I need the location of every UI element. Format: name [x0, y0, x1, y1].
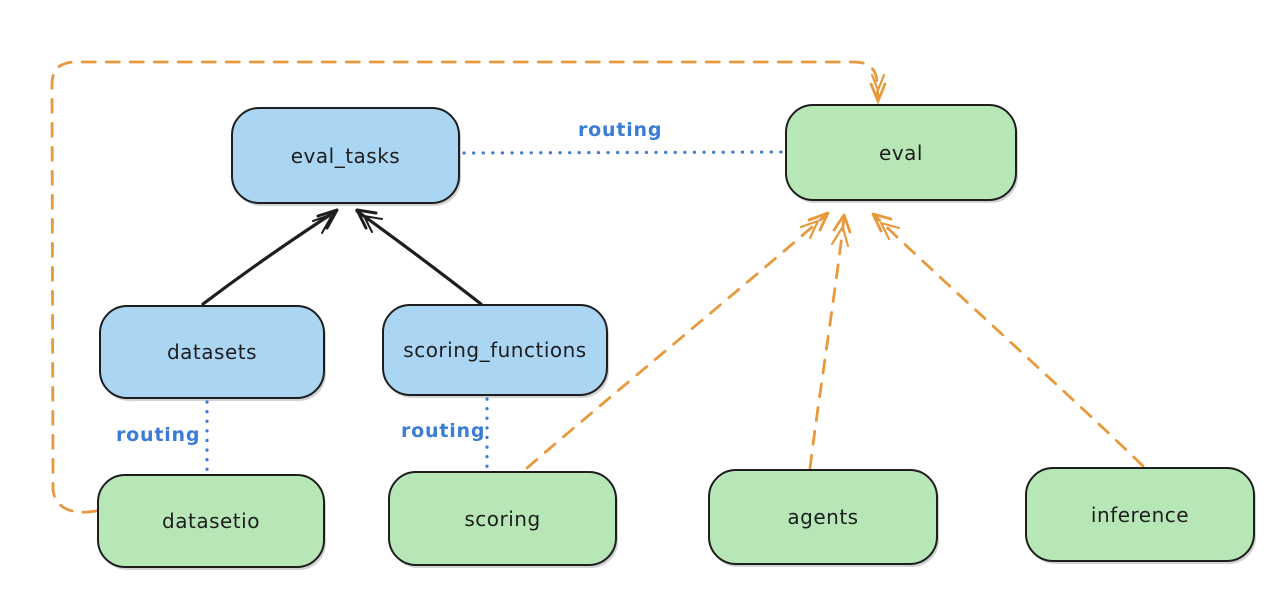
edge-agents-to-eval	[808, 213, 852, 470]
node-agents-label: agents	[787, 505, 859, 529]
node-datasets: datasets	[99, 305, 325, 399]
node-scoring-functions-label: scoring_functions	[403, 338, 587, 362]
node-datasetio-label: datasetio	[162, 509, 260, 533]
node-eval-label: eval	[879, 140, 923, 165]
node-inference-label: inference	[1090, 502, 1190, 527]
node-datasets-label: datasets	[166, 340, 258, 364]
edge-inference-to-eval	[871, 212, 1145, 468]
node-datasetio: datasetio	[97, 474, 325, 568]
node-scoring-label: scoring	[464, 506, 541, 531]
node-inference: inference	[1025, 467, 1255, 562]
node-agents: agents	[708, 469, 938, 565]
routing-label-datasets-datasetio: routing	[116, 424, 201, 446]
routing-label-scoring-functions-scoring: routing	[401, 420, 486, 442]
edge-datasets-to-eval-tasks	[201, 208, 339, 306]
edge-scoring-functions-to-eval-tasks	[355, 208, 483, 306]
node-scoring-functions: scoring_functions	[382, 304, 608, 396]
node-eval-tasks-label: eval_tasks	[290, 143, 401, 168]
node-eval-tasks: eval_tasks	[231, 107, 460, 204]
node-scoring: scoring	[388, 471, 617, 566]
edge-eval-tasks-to-eval	[462, 150, 785, 155]
node-eval: eval	[785, 104, 1017, 201]
routing-label-eval-tasks-eval: routing	[578, 119, 663, 141]
